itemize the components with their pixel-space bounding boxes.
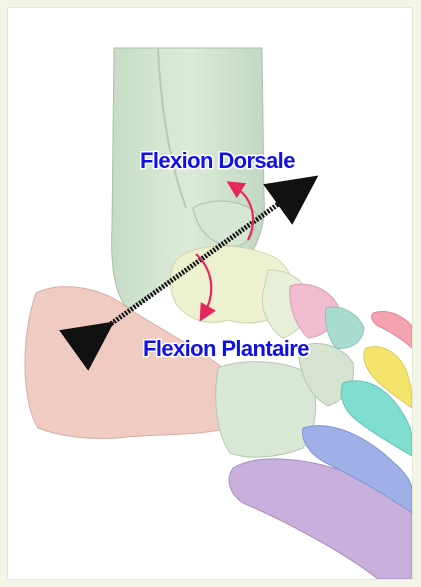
cuboid-bone [216,362,316,457]
ankle-joint-diagram: Flexion Dorsale Flexion Plantaire [8,8,412,579]
dorsal-flexion-label: Flexion Dorsale [140,148,295,173]
plantar-flexion-label: Flexion Plantaire [143,336,309,361]
cuneiform-teal-small [325,307,364,348]
anatomy-image-frame: Flexion Dorsale Flexion Plantaire [8,8,412,579]
metatarsal-5 [372,311,412,348]
